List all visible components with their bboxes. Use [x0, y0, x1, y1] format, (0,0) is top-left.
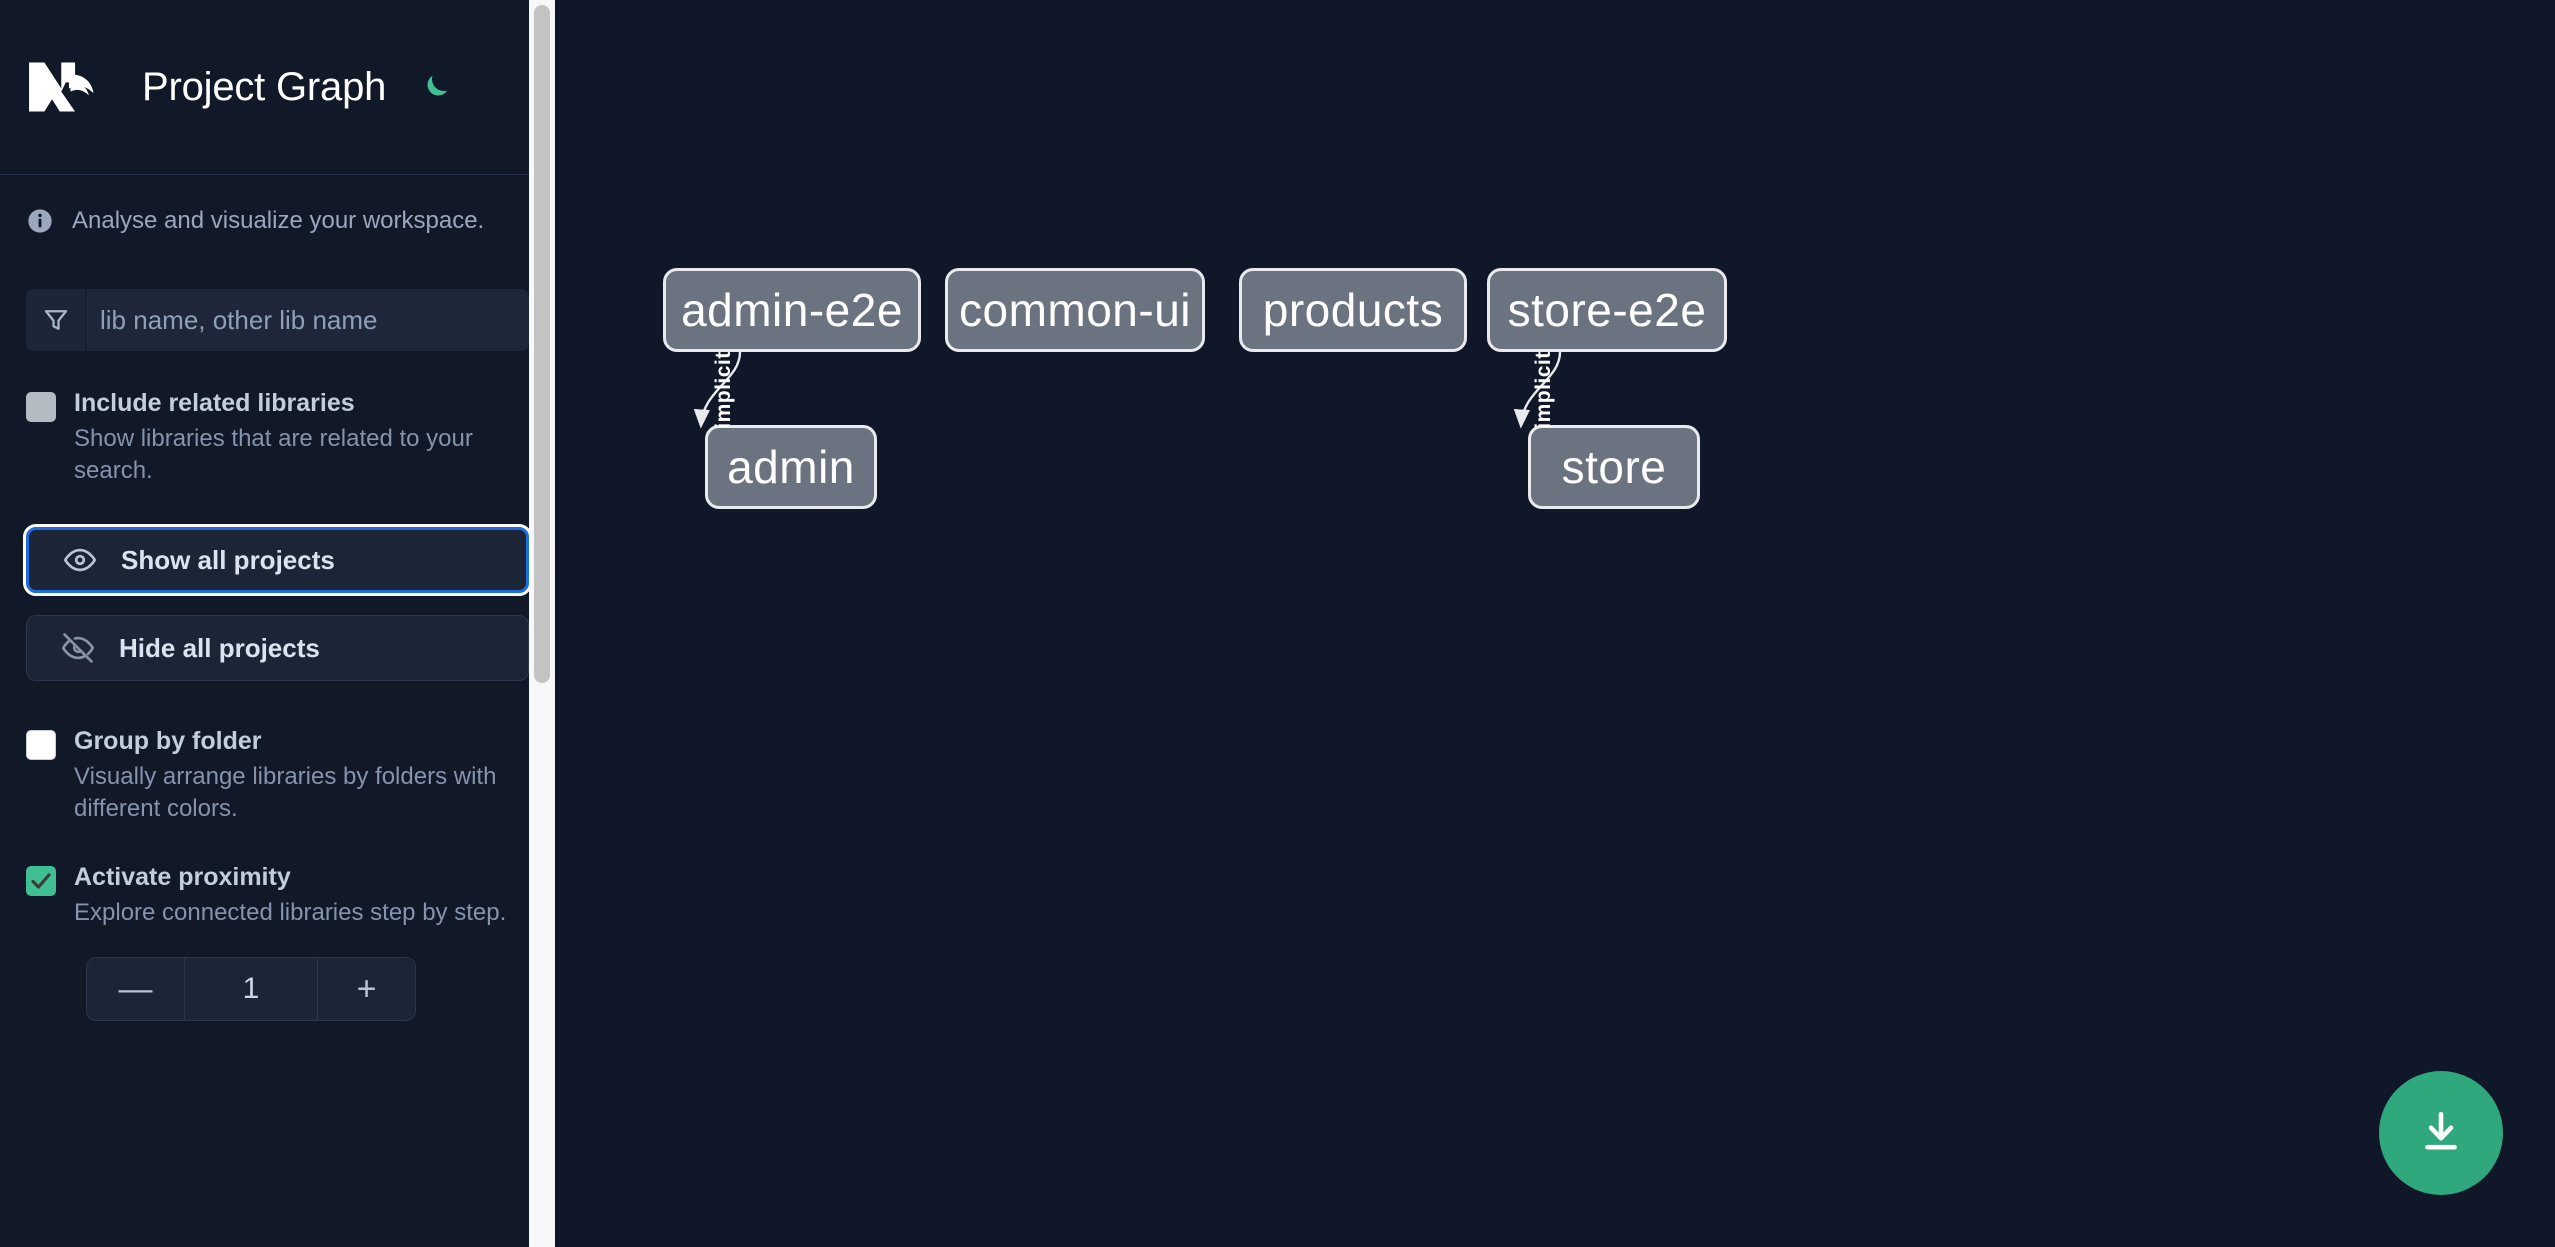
- proximity-increment-button[interactable]: +: [317, 958, 415, 1020]
- option-label: Activate proximity: [74, 863, 291, 891]
- option-label: Group by folder: [74, 727, 262, 755]
- sidebar: Project Graph Analyse and visualize yo: [0, 0, 555, 1247]
- filter-bar: [26, 289, 529, 351]
- download-icon: [2416, 1107, 2466, 1160]
- page-title: Project Graph: [142, 64, 387, 109]
- moon-icon[interactable]: [416, 67, 456, 107]
- proximity-decrement-button[interactable]: —: [87, 958, 185, 1020]
- eye-icon: [63, 543, 97, 577]
- graph-node-products[interactable]: products: [1239, 268, 1467, 352]
- hide-all-projects-button[interactable]: Hide all projects: [26, 615, 529, 681]
- graph-node-admin[interactable]: admin: [705, 425, 877, 509]
- graph-node-common-ui[interactable]: common-ui: [945, 268, 1205, 352]
- sidebar-scrollbar-thumb[interactable]: [534, 5, 550, 683]
- graph-node-store-e2e[interactable]: store-e2e: [1487, 268, 1727, 352]
- hide-all-projects-label: Hide all projects: [119, 632, 320, 663]
- nx-logo-icon: [26, 56, 118, 118]
- show-all-projects-label: Show all projects: [121, 544, 335, 575]
- info-icon: [26, 207, 54, 235]
- option-description: Show libraries that are related to your …: [74, 425, 473, 484]
- workspace-info-text: Analyse and visualize your workspace.: [72, 207, 485, 234]
- graph-node-label: admin-e2e: [681, 284, 903, 336]
- graph-node-label: store: [1561, 441, 1667, 493]
- proximity-value: 1: [185, 958, 317, 1020]
- checkbox-include-related-libraries[interactable]: [26, 392, 56, 422]
- checkbox-activate-proximity[interactable]: [26, 866, 56, 896]
- option-group-by-folder[interactable]: Group by folder Visually arrange librari…: [26, 725, 529, 825]
- graph-node-store[interactable]: store: [1528, 425, 1700, 509]
- graph-node-label: products: [1262, 284, 1444, 336]
- graph-node-admin-e2e[interactable]: admin-e2e: [663, 268, 921, 352]
- sidebar-scrollbar[interactable]: [529, 0, 555, 1247]
- search-input[interactable]: [86, 289, 529, 351]
- funnel-icon: [26, 289, 86, 351]
- download-button[interactable]: [2379, 1071, 2503, 1195]
- graph-edge-label-store: implicit: [1531, 351, 1555, 429]
- graph-canvas[interactable]: admin-e2e common-ui products store-e2e a…: [555, 0, 2555, 1247]
- graph-edges: [693, 351, 1562, 429]
- sidebar-header: Project Graph: [0, 0, 555, 175]
- option-label: Include related libraries: [74, 389, 355, 417]
- option-include-related-libraries[interactable]: Include related libraries Show libraries…: [26, 387, 529, 487]
- graph-node-label: common-ui: [958, 284, 1191, 336]
- graph-node-label: store-e2e: [1507, 284, 1707, 336]
- graph-edge-label-admin: implicit: [711, 351, 735, 429]
- workspace-info: Analyse and visualize your workspace.: [0, 175, 555, 235]
- eye-off-icon: [61, 631, 95, 665]
- option-description: Explore connected libraries step by step…: [74, 899, 507, 926]
- show-all-projects-button[interactable]: Show all projects: [23, 524, 532, 596]
- option-activate-proximity[interactable]: Activate proximity Explore connected lib…: [26, 861, 529, 929]
- proximity-stepper: — 1 +: [86, 957, 416, 1021]
- checkbox-group-by-folder[interactable]: [26, 730, 56, 760]
- option-description: Visually arrange libraries by folders wi…: [74, 763, 497, 822]
- graph-node-label: admin: [727, 441, 855, 493]
